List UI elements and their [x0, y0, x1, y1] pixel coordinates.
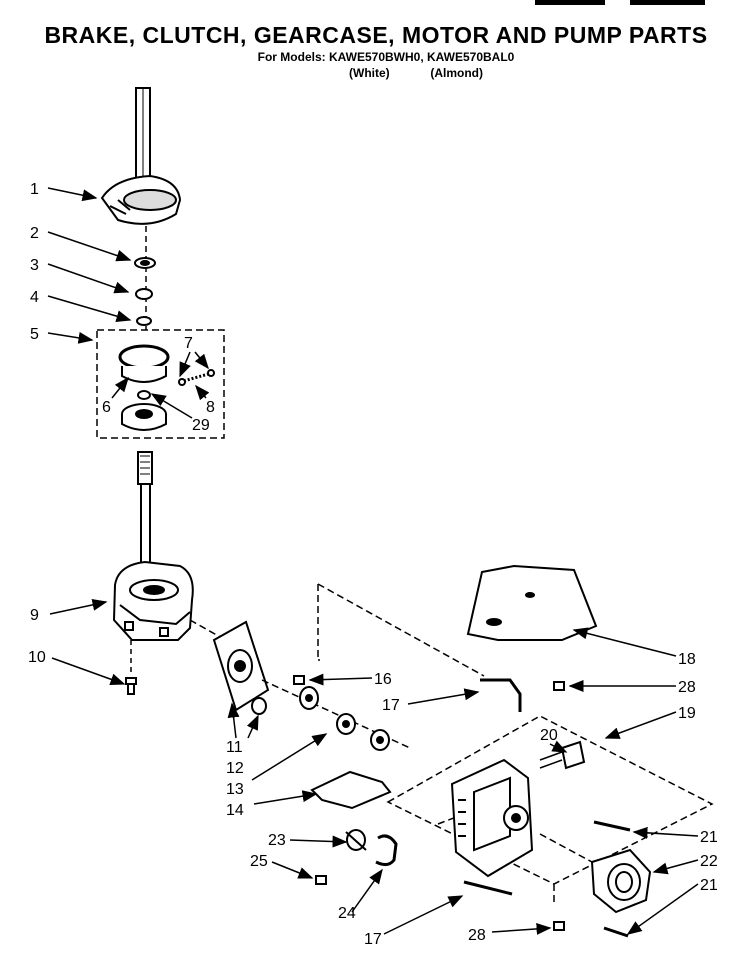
callout-21-lower: 21 — [700, 877, 718, 894]
part-22-pump — [590, 848, 652, 914]
callout-8: 8 — [206, 399, 215, 416]
part-7-8-spring — [178, 369, 215, 386]
callout-7: 7 — [184, 335, 193, 352]
callout-23: 23 — [268, 832, 286, 849]
part-17-lower — [463, 880, 513, 896]
part-24-strap — [375, 834, 398, 867]
callout-10: 10 — [28, 649, 46, 666]
part-18-shield — [466, 564, 598, 641]
leader-lines — [47, 187, 699, 935]
models-line: For Models: KAWE570BWH0, KAWE570BAL0 — [257, 50, 515, 64]
callout-12: 12 — [226, 760, 244, 777]
callout-5: 5 — [30, 326, 39, 343]
part-29-clutch — [121, 390, 167, 431]
part-25-screw — [315, 875, 327, 885]
part-4-ring — [136, 316, 152, 326]
part-17-bracket — [480, 678, 522, 712]
callout-20: 20 — [540, 727, 558, 744]
parts-artwork — [96, 87, 714, 938]
diagram-title: BRAKE, CLUTCH, GEARCASE, MOTOR AND PUMP … — [44, 22, 708, 48]
callout-28-upper: 28 — [678, 679, 696, 696]
part-3-ring — [135, 288, 153, 300]
callout-25: 25 — [250, 853, 268, 870]
part-6-band — [118, 344, 170, 383]
callout-21-upper: 21 — [700, 829, 718, 846]
callout-3: 3 — [30, 257, 39, 274]
part-20-switch — [560, 740, 586, 770]
callout-6: 6 — [102, 399, 111, 416]
color-line: (White) (Almond) — [40, 66, 752, 80]
callout-24: 24 — [338, 905, 356, 922]
callout-17-upper: 17 — [382, 697, 400, 714]
part-12-pulley — [299, 686, 319, 710]
callout-numbers: 1 2 3 4 5 6 7 8 29 9 10 11 12 13 14 16 1… — [28, 181, 718, 948]
color-almond: (Almond) — [430, 66, 483, 80]
part-28-screw-bottom — [553, 921, 565, 931]
part-14-pad — [310, 770, 392, 810]
part-10-bolt — [125, 677, 137, 695]
motor-assembly — [450, 758, 534, 878]
callout-11: 11 — [226, 739, 243, 756]
part-28-screw-top — [553, 681, 565, 691]
callout-29: 29 — [192, 417, 210, 434]
callout-16: 16 — [374, 671, 392, 688]
cropped-header-mark — [630, 0, 705, 5]
callout-17-lower: 17 — [364, 931, 382, 948]
part-21-clip-bottom — [603, 926, 629, 938]
part-5-group-box — [96, 329, 225, 439]
part-13-bearings — [336, 713, 390, 751]
callout-22: 22 — [700, 853, 718, 870]
cropped-header-mark — [535, 0, 605, 5]
part-1-hub — [100, 174, 182, 225]
callout-13: 13 — [226, 781, 244, 798]
part-9-gearcase — [112, 560, 194, 641]
part-11 — [251, 697, 267, 715]
callout-9: 9 — [30, 607, 39, 624]
callout-18: 18 — [678, 651, 696, 668]
color-white: (White) — [349, 66, 390, 80]
callout-4: 4 — [30, 289, 39, 306]
callout-19: 19 — [678, 705, 696, 722]
callout-1: 1 — [30, 181, 39, 198]
mounting-plate — [212, 620, 270, 712]
callout-28-lower: 28 — [468, 927, 486, 944]
callout-14: 14 — [226, 802, 244, 819]
part-16-screw — [293, 675, 305, 685]
spline-shaft — [137, 451, 153, 581]
part-21-clip-top — [593, 820, 631, 832]
callout-2: 2 — [30, 225, 39, 242]
